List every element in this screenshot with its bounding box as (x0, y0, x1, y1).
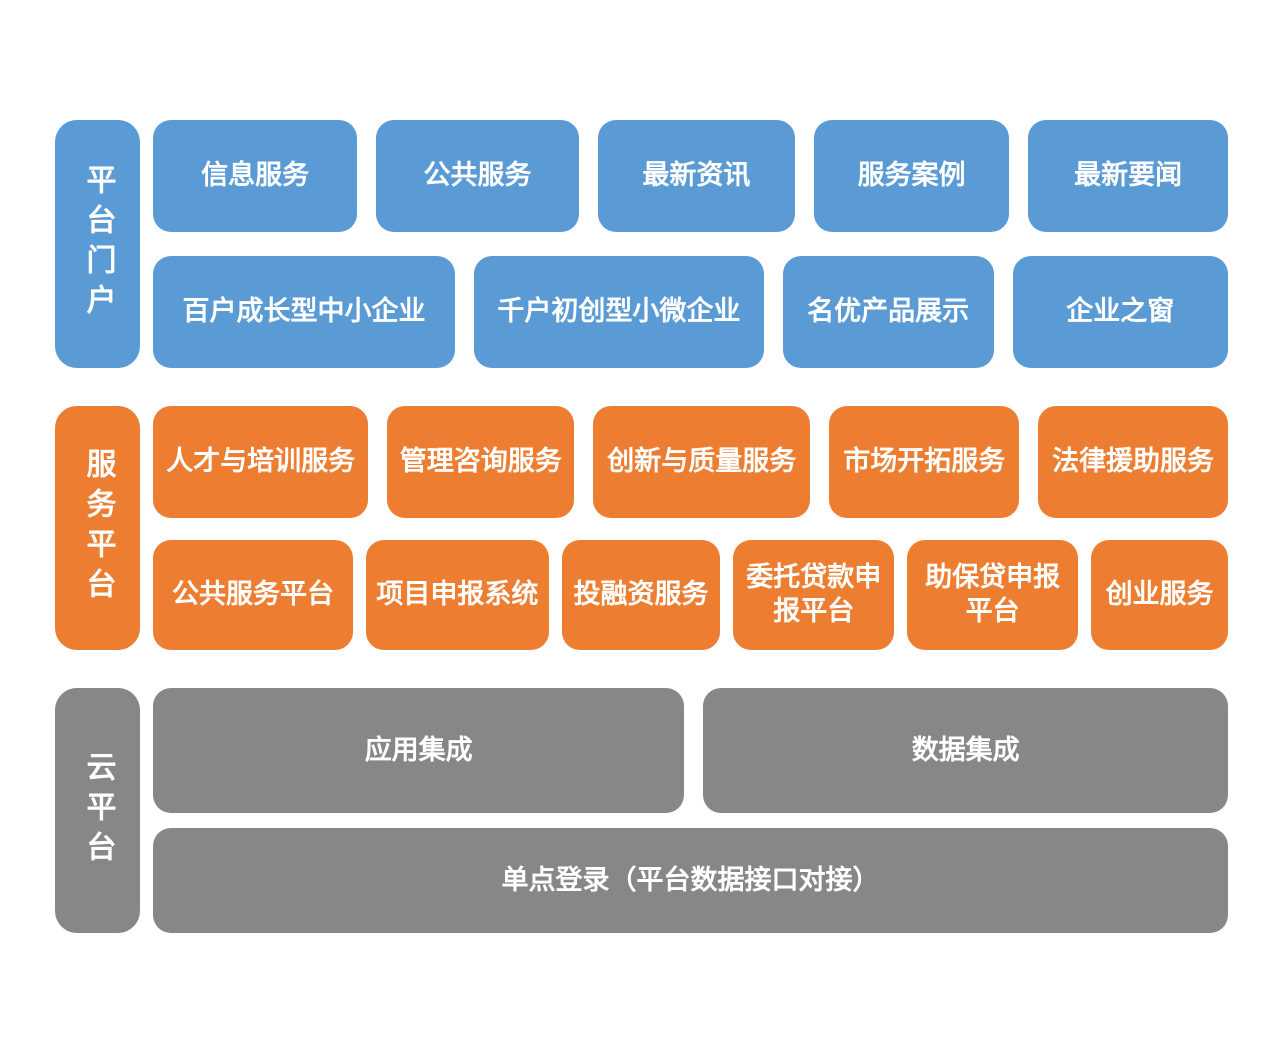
box-public-service: 公共服务 (376, 120, 579, 232)
box-talent-training-service: 人才与培训服务 (153, 406, 369, 518)
box-single-sign-on: 单点登录（平台数据接口对接） (153, 828, 1228, 933)
box-startup-micro-enterprises: 千户初创型小微企业 (473, 256, 764, 368)
box-management-consulting-service: 管理咨询服务 (387, 406, 575, 518)
section-label-service-platform: 服务平台 (55, 406, 140, 650)
section-label-cloud-platform: 云平台 (55, 688, 140, 933)
section-cloud-platform: 云平台 应用集成 数据集成 单点登录（平台数据接口对接） (55, 688, 1228, 933)
section-label-platform-portal: 平台门户 (55, 120, 140, 368)
box-legal-aid-service: 法律援助服务 (1038, 406, 1228, 518)
service-rows: 人才与培训服务 管理咨询服务 创新与质量服务 市场开拓服务 法律援助服务 公共服… (153, 406, 1228, 650)
box-entrusted-loan-platform: 委托贷款申报平台 (733, 540, 895, 650)
service-row-1: 人才与培训服务 管理咨询服务 创新与质量服务 市场开拓服务 法律援助服务 (153, 406, 1228, 518)
box-growth-smes: 百户成长型中小企业 (153, 256, 455, 368)
portal-rows: 信息服务 公共服务 最新资讯 服务案例 最新要闻 百户成长型中小企业 千户初创型… (153, 120, 1229, 368)
box-enterprise-window: 企业之窗 (1012, 256, 1228, 368)
box-latest-news: 最新资讯 (597, 120, 795, 232)
box-application-integration: 应用集成 (153, 688, 685, 813)
service-row-2: 公共服务平台 项目申报系统 投融资服务 委托贷款申报平台 助保贷申报平台 创业服… (153, 540, 1228, 650)
cloud-row-2: 单点登录（平台数据接口对接） (153, 828, 1228, 933)
cloud-row-1: 应用集成 数据集成 (153, 688, 1228, 813)
box-innovation-quality-service: 创新与质量服务 (593, 406, 811, 518)
cloud-rows: 应用集成 数据集成 单点登录（平台数据接口对接） (153, 688, 1228, 933)
box-project-declaration-system: 项目申报系统 (366, 540, 549, 650)
box-famous-products: 名优产品展示 (782, 256, 994, 368)
box-investment-financing-service: 投融资服务 (561, 540, 721, 650)
box-entrepreneurship-service: 创业服务 (1091, 540, 1228, 650)
box-public-service-platform: 公共服务平台 (153, 540, 354, 650)
box-guaranteed-loan-platform: 助保贷申报平台 (907, 540, 1079, 650)
section-service-platform: 服务平台 人才与培训服务 管理咨询服务 创新与质量服务 市场开拓服务 法律援助服… (55, 406, 1228, 650)
box-market-development-service: 市场开拓服务 (829, 406, 1020, 518)
box-information-service: 信息服务 (153, 120, 358, 232)
portal-row-1: 信息服务 公共服务 最新资讯 服务案例 最新要闻 (153, 120, 1229, 232)
architecture-diagram: 平台门户 信息服务 公共服务 最新资讯 服务案例 最新要闻 百户成长型中小企业 … (55, 120, 1229, 933)
box-service-cases: 服务案例 (813, 120, 1010, 232)
box-data-integration: 数据集成 (703, 688, 1228, 813)
portal-row-2: 百户成长型中小企业 千户初创型小微企业 名优产品展示 企业之窗 (153, 256, 1228, 368)
section-platform-portal: 平台门户 信息服务 公共服务 最新资讯 服务案例 最新要闻 百户成长型中小企业 … (55, 120, 1229, 368)
box-latest-headlines: 最新要闻 (1028, 120, 1229, 232)
